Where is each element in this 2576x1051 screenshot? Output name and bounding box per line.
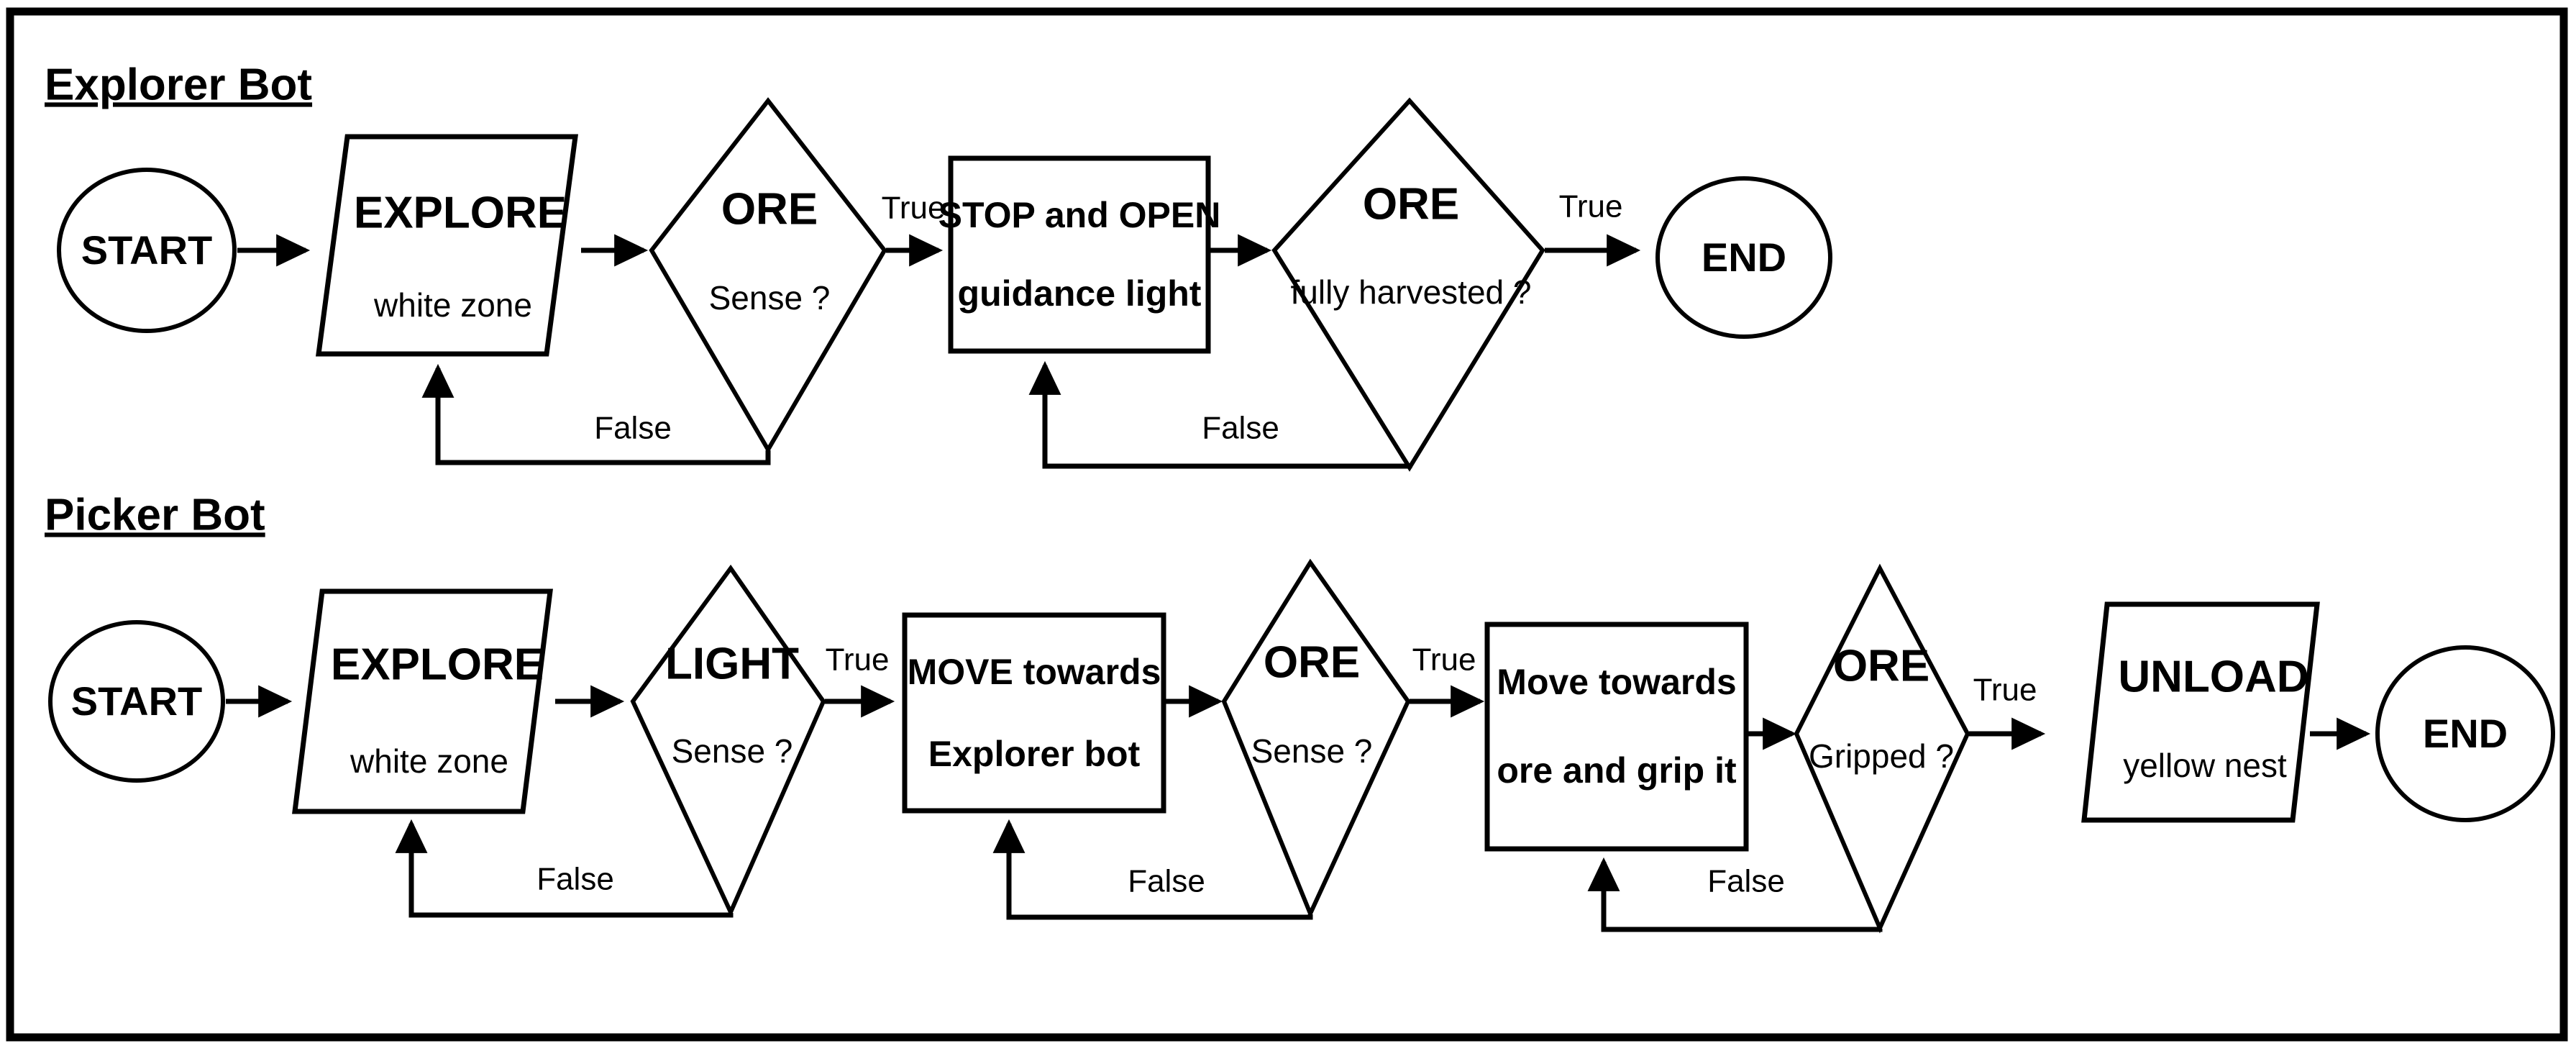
edge-label-r1-ore2-true: True xyxy=(1559,189,1623,224)
edge-label-r2-ore1-false: False xyxy=(1128,864,1205,899)
node-r2-ore2-label-primary: ORE xyxy=(1833,641,1929,691)
node-r2-move2 xyxy=(1484,622,1749,852)
node-r2-end-label: END xyxy=(2423,711,2508,756)
node-r2-explore xyxy=(292,588,553,814)
node-r1-start-label: START xyxy=(81,227,213,273)
node-r1-start xyxy=(57,168,237,333)
node-r2-unload xyxy=(2081,601,2320,823)
node-r2-move1 xyxy=(902,612,1166,814)
node-r1-end-label: END xyxy=(1702,235,1786,280)
section-heading-explorer: Explorer Bot xyxy=(45,60,312,109)
node-r1-end xyxy=(1655,176,1832,339)
edge-r2-ore1-false-loop xyxy=(992,819,1313,920)
node-r2-ore1-label-primary: ORE xyxy=(1264,637,1360,687)
node-r1-explore-label-primary: EXPLORE xyxy=(354,188,567,237)
node-r1-stop xyxy=(948,155,1211,354)
node-r1-ore1-label-primary: ORE xyxy=(721,184,818,234)
node-r2-unload-label-secondary: yellow nest xyxy=(2123,747,2287,784)
node-r1-stop-label-primary: STOP and OPEN xyxy=(938,195,1221,235)
edge-label-r2-ore2-false: False xyxy=(1707,864,1785,899)
node-r2-start xyxy=(48,620,225,783)
node-r1-explore xyxy=(316,134,578,357)
node-r2-light xyxy=(630,564,826,918)
node-r2-move2-label-secondary: ore and grip it xyxy=(1497,750,1737,791)
edge-label-r2-light-true: True xyxy=(826,642,890,678)
section-heading-picker: Picker Bot xyxy=(45,490,265,540)
node-r2-ore1 xyxy=(1221,558,1411,919)
node-r1-ore1 xyxy=(649,97,887,454)
edge-r2-light-false-loop xyxy=(395,819,734,918)
edge-label-r1-ore2-false: False xyxy=(1202,411,1279,446)
node-r2-start-label: START xyxy=(71,678,203,724)
node-r2-light-label-primary: LIGHT xyxy=(665,639,799,688)
node-r2-end xyxy=(2375,645,2555,822)
edge-r2-ore2-false-loop xyxy=(1587,857,1883,932)
edge-label-r1-ore1-false: False xyxy=(594,411,672,446)
edge-label-r2-ore2-true: True xyxy=(1973,673,2037,708)
node-r2-light-label-secondary: Sense ? xyxy=(672,732,793,770)
edge-r1-ore1-false-loop xyxy=(421,363,771,465)
node-r1-ore1-label-secondary: Sense ? xyxy=(709,279,831,317)
node-r1-explore-label-secondary: white zone xyxy=(373,286,532,324)
node-r1-ore2-label-secondary: fully harvested ? xyxy=(1291,273,1532,311)
node-r1-ore2-label-primary: ORE xyxy=(1363,179,1459,229)
node-r2-move1-label-secondary: Explorer bot xyxy=(928,734,1141,774)
node-r2-explore-label-secondary: white zone xyxy=(350,742,508,780)
edge-label-r2-light-false: False xyxy=(536,862,614,897)
edge-label-r2-ore1-true: True xyxy=(1412,642,1476,678)
node-r2-ore1-label-secondary: Sense ? xyxy=(1251,732,1373,770)
edge-r1-ore2-false-loop xyxy=(1028,360,1412,469)
node-r1-stop-label-secondary: guidance light xyxy=(958,273,1202,314)
page-border xyxy=(6,7,2568,1042)
node-r2-explore-label-primary: EXPLORE xyxy=(331,640,544,689)
node-r2-move2-label-primary: Move towards xyxy=(1497,662,1736,702)
node-r2-unload-label-primary: UNLOAD xyxy=(2118,652,2308,701)
node-r2-ore2-label-secondary: Gripped ? xyxy=(1809,737,1954,775)
node-r2-move1-label-primary: MOVE towards xyxy=(908,652,1161,692)
edge-label-r1-ore1-true: True xyxy=(882,191,946,226)
